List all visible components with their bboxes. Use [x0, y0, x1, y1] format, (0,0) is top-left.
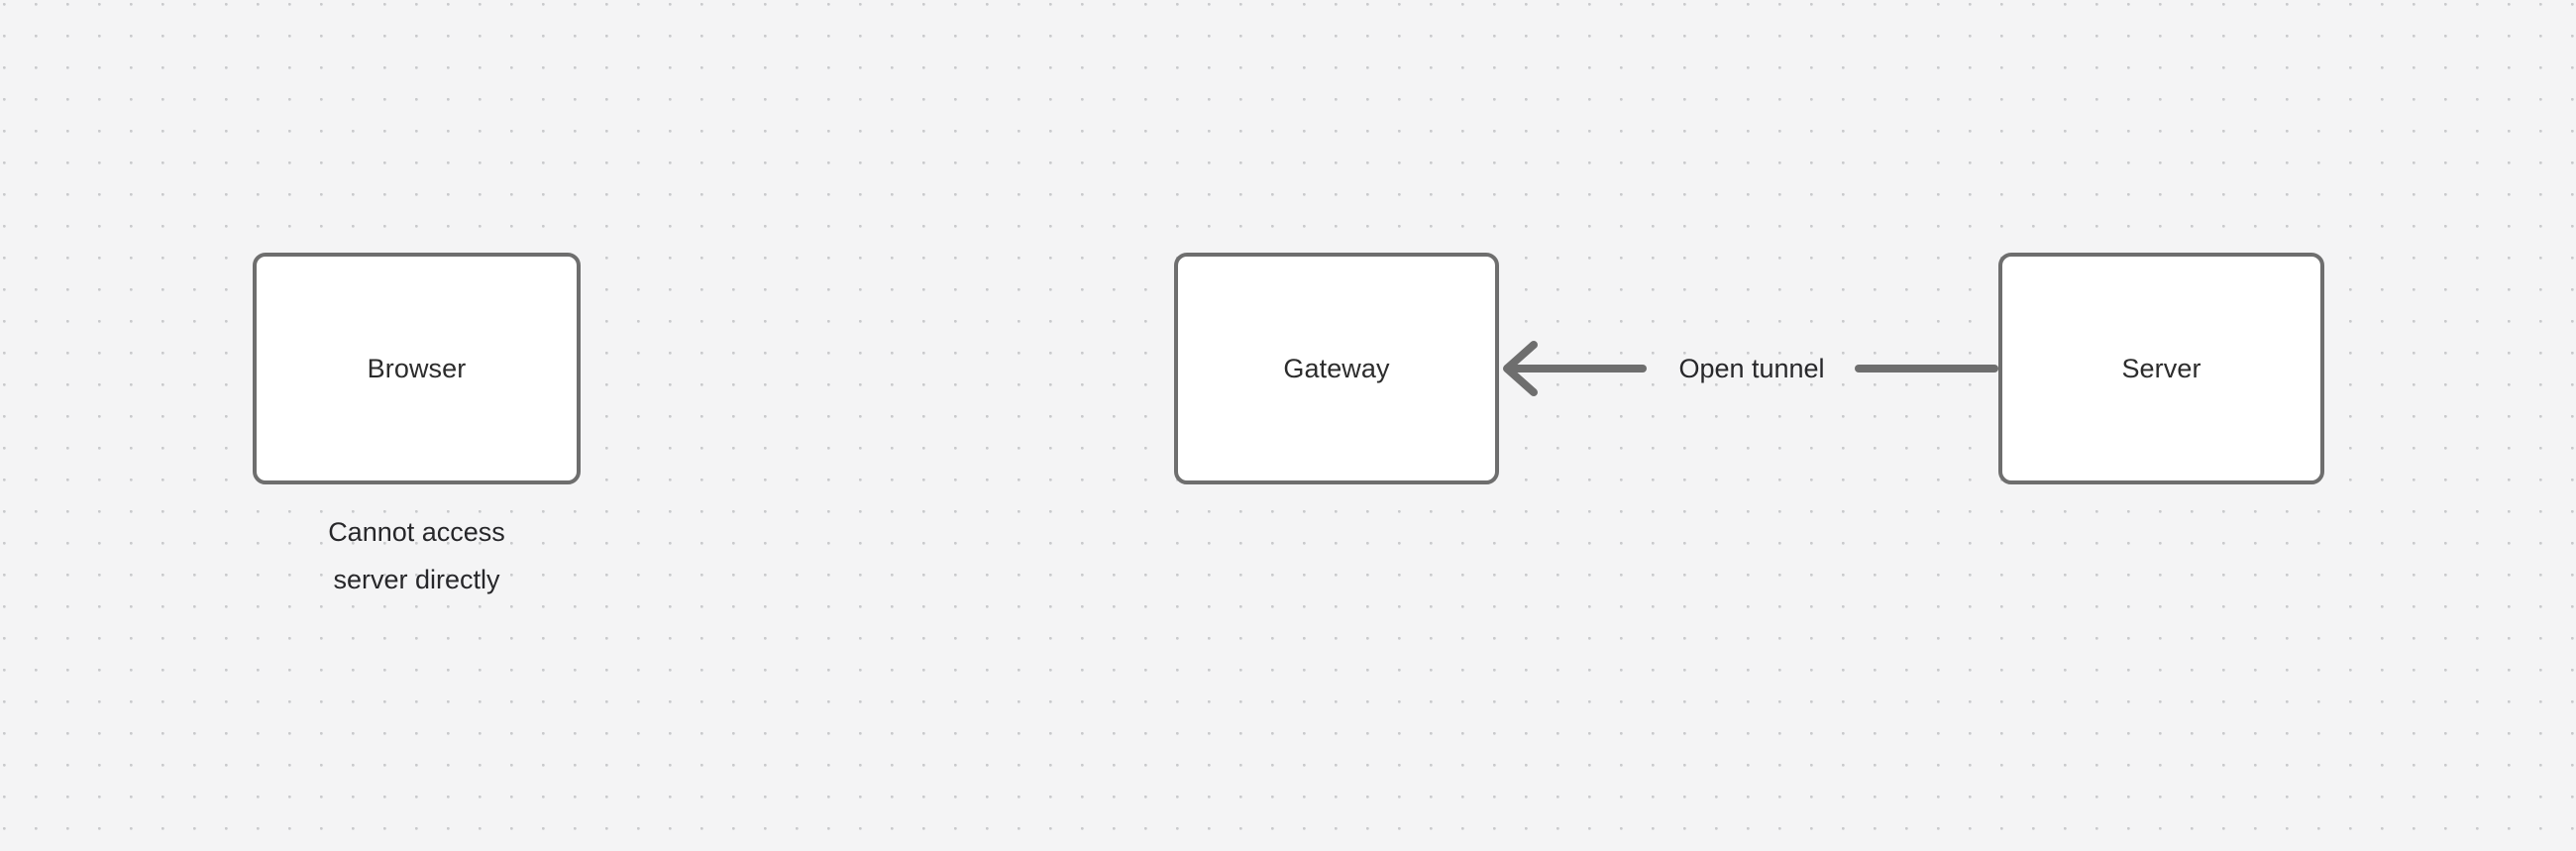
caption-browser: Cannot access server directly: [253, 508, 581, 603]
edge-label-open-tunnel: Open tunnel: [1678, 354, 1825, 383]
node-browser[interactable]: Browser: [253, 253, 581, 484]
caption-browser-line-2: server directly: [333, 565, 500, 594]
node-gateway[interactable]: Gateway: [1174, 253, 1499, 484]
node-server[interactable]: Server: [1998, 253, 2324, 484]
node-server-label: Server: [2121, 353, 2201, 383]
caption-browser-line-1: Cannot access: [328, 517, 505, 547]
arrowhead-left-icon: [1503, 341, 1538, 396]
node-browser-label: Browser: [367, 353, 467, 383]
node-gateway-label: Gateway: [1283, 353, 1390, 383]
